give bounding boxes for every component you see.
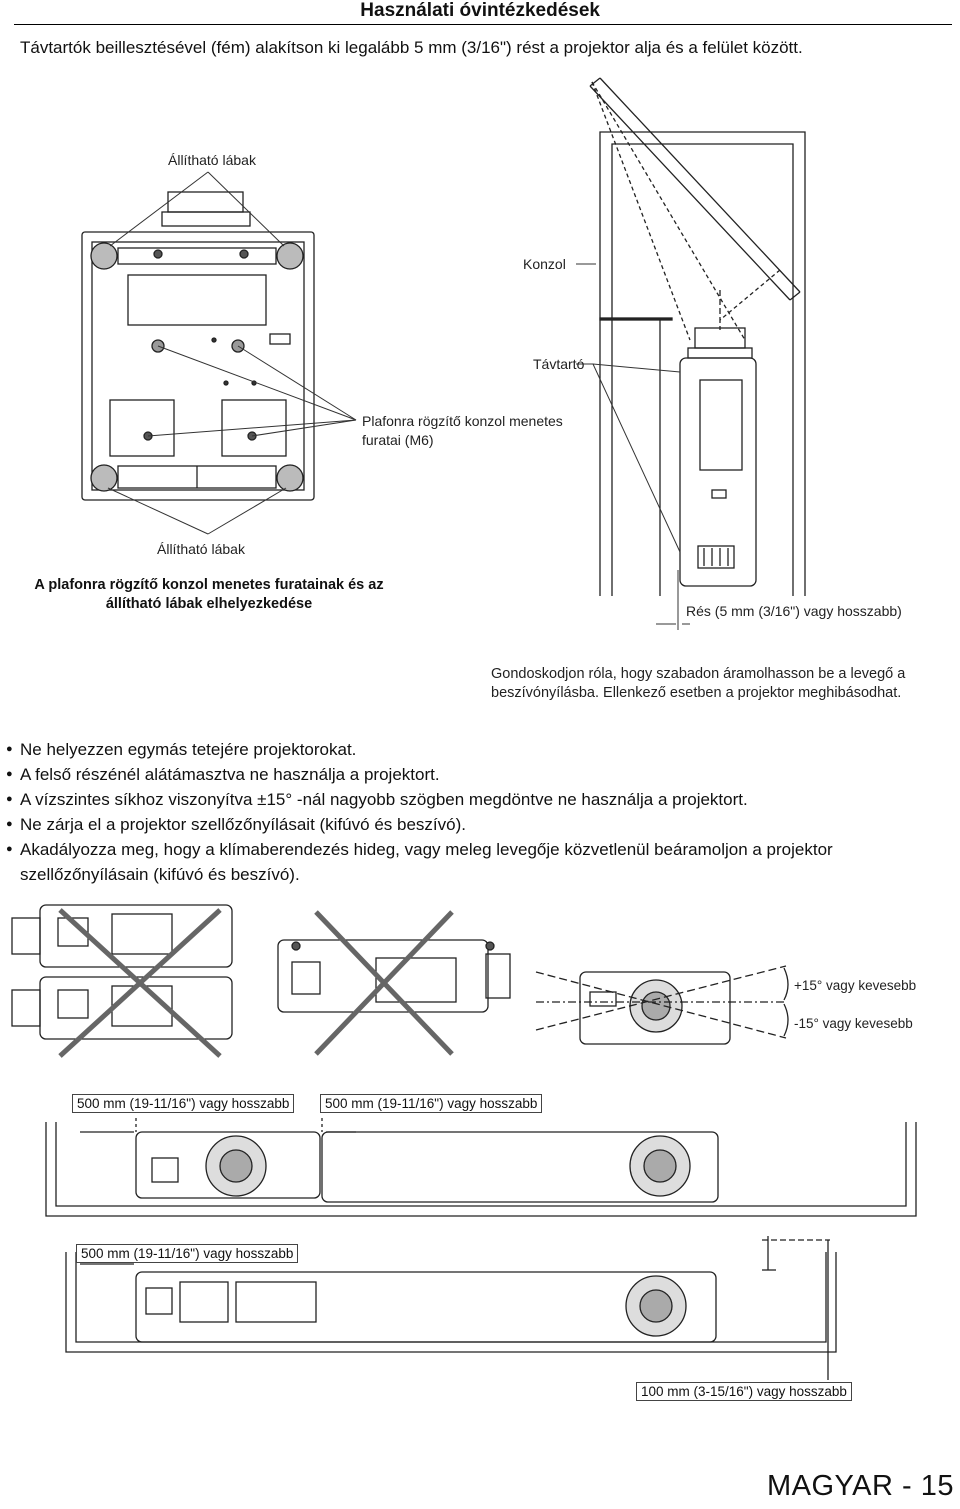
page-header-title: Használati óvintézkedések: [360, 0, 600, 21]
tilt-projector: [535, 965, 789, 1045]
label-tavtarto: Távtartó: [533, 356, 585, 372]
label-tilt-minus: -15° vagy kevesebb: [794, 1016, 913, 1031]
header-rule: [14, 24, 952, 25]
ceiling-mount-view: [589, 77, 806, 596]
label-clearance-left: 500 mm (19-11/16") vagy hosszabb: [72, 1094, 295, 1113]
front-clearance-projector: [45, 1118, 917, 1217]
bottom-view-leaders: [107, 171, 357, 535]
label-clearance-right: 500 mm (19-11/16") vagy hosszabb: [320, 1094, 543, 1113]
label-konzol: Konzol: [523, 256, 566, 272]
precaution-list: Ne helyezzen egymás tetejére projektorok…: [6, 737, 946, 887]
precaution-item: Ne zárja el a projektor szellőzőnyílásai…: [6, 812, 946, 837]
label-holes-line1: Plafonra rögzítő konzol menetes: [362, 413, 563, 429]
figure-caption-line1: A plafonra rögzítő konzol menetes furata…: [34, 577, 384, 593]
rear-clearance-projector: [65, 1236, 837, 1380]
precaution-item: Akadályozza meg, hogy a klímaberendezés …: [6, 837, 946, 887]
figure-caption-line2: állítható lábak elhelyezkedése: [105, 596, 313, 612]
intro-text: Távtartók beillesztésével (fém) alakítso…: [20, 38, 803, 57]
label-feet-bottom: Állítható lábak: [157, 541, 245, 557]
page-footer: MAGYAR - 15: [766, 1470, 954, 1502]
figure-caption: A plafonra rögzítő konzol menetes furata…: [4, 576, 414, 614]
label-clearance-top: 100 mm (3-15/16") vagy hosszabb: [636, 1382, 852, 1401]
ceiling-leaders: [576, 263, 690, 630]
airflow-note: Gondoskodjon róla, hogy szabadon áramolh…: [491, 666, 906, 701]
inverted-projector: [277, 910, 511, 1056]
precaution-item: A vízszintes síkhoz viszonyítva ±15° -ná…: [6, 787, 946, 812]
label-tilt-plus: +15° vagy kevesebb: [794, 978, 917, 993]
precaution-item: Ne helyezzen egymás tetejére projektorok…: [6, 737, 946, 762]
stacked-projectors: [11, 904, 233, 1058]
label-feet-top: Állítható lábak: [168, 152, 256, 168]
projector-bottom-view: [81, 191, 315, 501]
label-gap: Rés (5 mm (3/16") vagy hosszabb): [686, 603, 902, 619]
label-holes-line2: furatai (M6): [362, 432, 434, 448]
label-clearance-rear: 500 mm (19-11/16") vagy hosszabb: [76, 1244, 299, 1263]
precaution-item: A felső részénél alátámasztva ne használ…: [6, 762, 946, 787]
